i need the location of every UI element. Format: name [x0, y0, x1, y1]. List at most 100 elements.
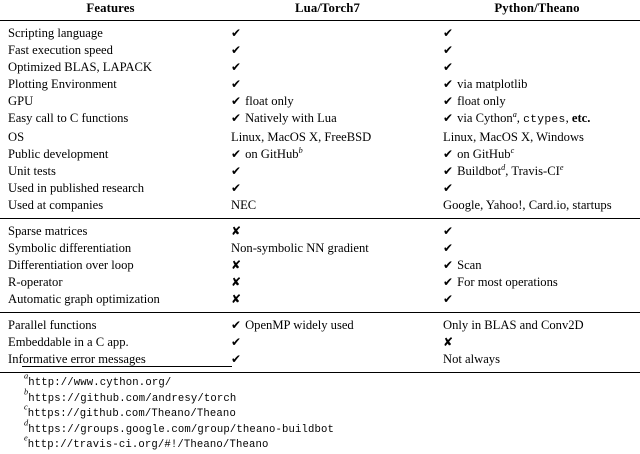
check-icon	[231, 111, 241, 125]
footnote-url[interactable]: http://travis-ci.org/#!/Theano/Theano	[27, 439, 269, 452]
feature-name-cell: Differentiation over loop	[8, 258, 134, 272]
check-icon	[443, 181, 453, 195]
lua-torch7-cell	[221, 257, 434, 274]
check-icon	[231, 43, 241, 57]
group-separator-rule	[0, 218, 640, 219]
python-theano-cell	[434, 180, 640, 197]
group-separator-rule	[0, 312, 640, 313]
check-icon	[443, 164, 453, 178]
check-icon	[231, 181, 241, 195]
python-theano-cell	[434, 42, 640, 59]
footnote-url[interactable]: https://groups.google.com/group/theano-b…	[28, 423, 335, 436]
feature-name-cell: Plotting Environment	[8, 77, 117, 91]
feature-name-cell: Fast execution speed	[8, 43, 113, 57]
python-theano-cell	[434, 59, 640, 76]
python-theano-cell: float only	[434, 93, 640, 110]
python-theano-cell: Not always	[434, 351, 640, 368]
check-icon	[443, 241, 453, 255]
footnote-marker: b	[24, 387, 29, 397]
check-icon	[443, 224, 453, 238]
table-row: Informative error messagesNot always	[0, 351, 640, 368]
footnote-item: ehttp://travis-ci.org/#!/Theano/Theano	[0, 434, 640, 452]
python-theano-cell	[434, 223, 640, 240]
footnote-item: bhttps://github.com/andresy/torch	[0, 387, 640, 405]
check-icon	[231, 60, 241, 74]
python-theano-cell: For most operations	[434, 274, 640, 291]
footnote-marker: d	[24, 418, 29, 428]
python-theano-cell	[434, 291, 640, 308]
cell-text: on GitHubb	[245, 145, 303, 161]
footnote-marker: e	[24, 434, 28, 444]
lua-torch7-cell: on GitHubb	[221, 146, 434, 163]
table-row: Used in published research	[0, 180, 640, 197]
table-row: GPUfloat onlyfloat only	[0, 93, 640, 110]
lua-torch7-cell	[221, 42, 434, 59]
check-icon	[443, 258, 453, 272]
feature-name-cell: R-operator	[8, 275, 63, 289]
code-ctypes: ctypes	[523, 114, 566, 126]
feature-name-cell: Sparse matrices	[8, 224, 88, 238]
check-icon	[443, 292, 453, 306]
check-icon	[443, 43, 453, 57]
column-header-features: Features	[86, 1, 135, 15]
footnote-item: dhttps://groups.google.com/group/theano-…	[0, 418, 640, 436]
table-row: Automatic graph optimization	[0, 291, 640, 308]
feature-name-cell: OS	[8, 130, 25, 144]
check-icon	[231, 26, 241, 40]
lua-torch7-cell	[221, 223, 434, 240]
footnotes-section: ahttp://www.cython.org/bhttps://github.c…	[0, 366, 640, 451]
python-theano-cell	[434, 334, 640, 351]
check-icon	[443, 275, 453, 289]
check-icon	[231, 147, 241, 161]
python-theano-cell: Linux, MacOS X, Windows	[434, 129, 640, 146]
cell-text: Linux, MacOS X, FreeBSD	[231, 130, 372, 144]
footnote-item: chttps://github.com/Theano/Theano	[0, 403, 640, 421]
feature-name-cell: Unit tests	[8, 164, 56, 178]
lua-torch7-cell	[221, 76, 434, 93]
cell-text: float only	[457, 94, 506, 108]
footnote-url[interactable]: https://github.com/Theano/Theano	[27, 408, 236, 421]
lua-torch7-cell: Linux, MacOS X, FreeBSD	[221, 129, 434, 146]
cell-text: Google, Yahoo!, Card.io, startups	[443, 198, 612, 212]
cell-text: Only in BLAS and Conv2D	[443, 318, 584, 332]
check-icon	[231, 318, 241, 332]
footnote-url[interactable]: https://github.com/andresy/torch	[28, 392, 237, 405]
feature-name-cell: Parallel functions	[8, 318, 97, 332]
cell-text: NEC	[231, 198, 257, 212]
table-bottom-rule	[0, 372, 640, 373]
cross-icon	[231, 275, 241, 289]
cell-text: OpenMP widely used	[245, 318, 354, 332]
check-icon	[443, 94, 453, 108]
table-row: Plotting Environmentvia matplotlib	[0, 76, 640, 93]
header-row: Features Lua/Torch7 Python/Theano	[0, 0, 640, 20]
feature-name-cell: Embeddable in a C app.	[8, 335, 129, 349]
table-row: OS Linux, MacOS X, FreeBSD Linux, MacOS X,…	[0, 129, 640, 146]
python-theano-cell: via Cythona, ctypes, etc.	[434, 110, 640, 129]
check-icon	[443, 111, 453, 125]
table-row: Easy call to C functionsNatively with Lu…	[0, 110, 640, 129]
lua-torch7-cell	[221, 163, 434, 180]
table-row: Unit testsBuildbotd, Travis-CIe	[0, 163, 640, 180]
feature-name-cell: Scripting language	[8, 26, 103, 40]
lua-torch7-cell: Non-symbolic NN gradient	[221, 240, 434, 257]
python-theano-cell: Scan	[434, 257, 640, 274]
table-header: Features Lua/Torch7 Python/Theano	[0, 0, 640, 20]
table-row: Optimized BLAS, LAPACK	[0, 59, 640, 76]
python-theano-cell: Google, Yahoo!, Card.io, startups	[434, 197, 640, 214]
feature-name-cell: Automatic graph optimization	[8, 292, 160, 306]
python-theano-cell: Only in BLAS and Conv2D	[434, 317, 640, 334]
python-theano-cell: on GitHubc	[434, 146, 640, 163]
feature-name-cell: Used in published research	[8, 181, 145, 195]
check-icon	[231, 335, 241, 349]
cell-text: For most operations	[457, 275, 558, 289]
check-icon	[231, 164, 241, 178]
check-icon	[231, 94, 241, 108]
lua-torch7-cell	[221, 180, 434, 197]
python-theano-cell	[434, 240, 640, 257]
features-comparison-table: Features Lua/Torch7 Python/Theano Script…	[0, 0, 640, 373]
footnote-url[interactable]: http://www.cython.org/	[28, 377, 172, 389]
cell-text: float only	[245, 94, 294, 108]
table-row: Sparse matrices	[0, 223, 640, 240]
feature-name-cell: Optimized BLAS, LAPACK	[8, 60, 153, 74]
